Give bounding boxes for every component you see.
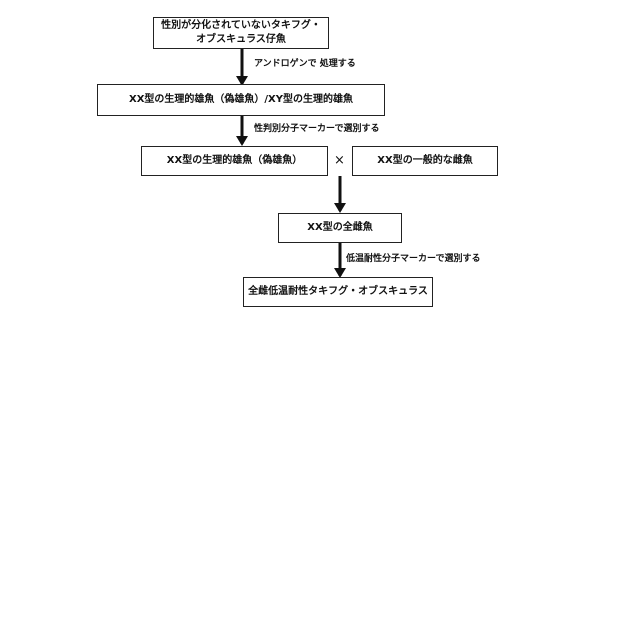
result-box: 全雌低温耐性タキフグ・オブスキュラス (243, 277, 433, 307)
cross-symbol: × (334, 154, 345, 168)
arrowhead-2 (236, 136, 248, 146)
arrowhead-3 (334, 203, 346, 213)
mixed-male-box: XX型の生理的雄魚（偽雄魚）/XY型の生理的雄魚 (97, 84, 385, 116)
female-text: XX型の一般的な雌魚 (377, 154, 472, 168)
step3-label: 低温耐性分子マーカーで選別する (346, 253, 480, 265)
step2-label: 性判別分子マーカーで選別する (254, 123, 379, 135)
all-female-text: XX型の全雌魚 (307, 221, 372, 235)
start-box: 性別が分化されていないタキフグ・ オブスキュラス仔魚 (153, 17, 329, 49)
start-line2: オブスキュラス仔魚 (196, 33, 286, 47)
result-text: 全雌低温耐性タキフグ・オブスキュラス (248, 285, 428, 299)
pseudo-male-text: XX型の生理的雄魚（偽雄魚） (167, 154, 302, 168)
step1-label: アンドロゲンで 処理する (254, 58, 356, 70)
mixed-male-text: XX型の生理的雄魚（偽雄魚）/XY型の生理的雄魚 (129, 93, 353, 107)
female-box: XX型の一般的な雌魚 (352, 146, 498, 176)
all-female-box: XX型の全雌魚 (278, 213, 402, 243)
start-line1: 性別が分化されていないタキフグ・ (161, 19, 321, 33)
pseudo-male-box: XX型の生理的雄魚（偽雄魚） (141, 146, 328, 176)
